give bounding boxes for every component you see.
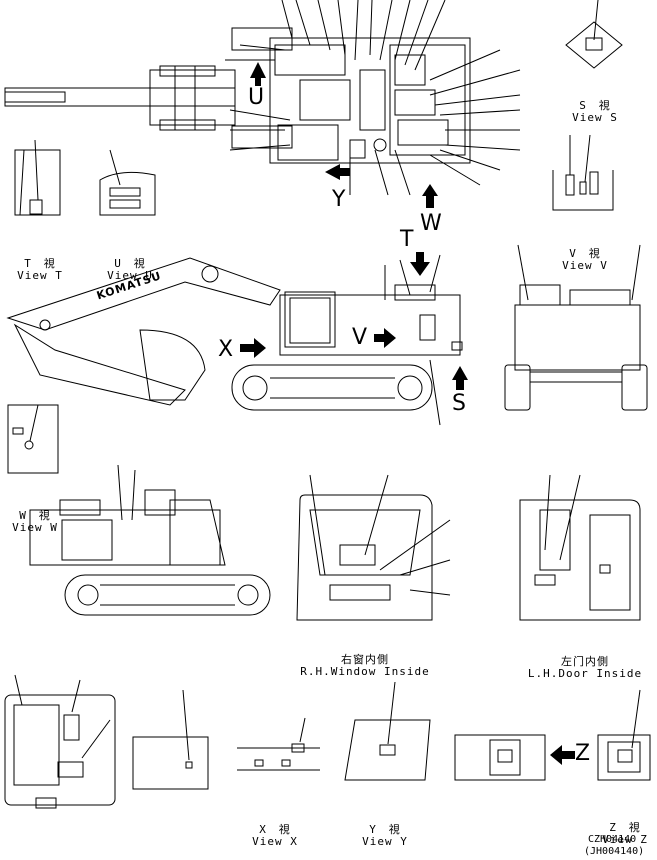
arrow-letter-x: X xyxy=(218,337,234,362)
bottom-plate xyxy=(132,689,209,790)
arrow-t xyxy=(410,252,430,276)
left-side-view-machine xyxy=(29,464,271,616)
side-view-machine xyxy=(6,254,463,426)
arrow-u xyxy=(250,62,266,86)
arrow-s xyxy=(452,366,468,390)
drawing-code-alt: (JH004140) xyxy=(584,846,645,857)
arrow-x xyxy=(240,338,266,358)
arrow-w xyxy=(422,184,438,208)
arrow-y xyxy=(325,164,350,180)
view-w-decal xyxy=(7,404,59,474)
bottom-left-panel xyxy=(4,674,116,809)
top-view-machine xyxy=(4,0,521,196)
view-v-drawing xyxy=(552,134,614,211)
lh-door-inside xyxy=(519,474,641,621)
arrow-letter-u: U xyxy=(248,85,265,110)
arrow-z xyxy=(550,745,575,765)
arrow-letter-z: Z xyxy=(575,741,591,766)
view-s-decal xyxy=(565,0,623,69)
view-u-drawing xyxy=(99,149,156,216)
arrow-letter-s: S xyxy=(452,391,466,416)
view-y-drawing xyxy=(344,681,431,781)
rear-view-machine xyxy=(504,244,648,411)
arrow-letter-y: Y xyxy=(332,187,346,212)
arrow-v xyxy=(374,328,396,348)
rh-window-inside xyxy=(296,474,451,621)
view-t-drawing xyxy=(14,139,61,216)
arrow-letter-t: T xyxy=(400,227,414,252)
view-z-decal xyxy=(597,689,651,781)
drawing-code: CZH04140 xyxy=(588,834,637,845)
arrow-letter-w: W xyxy=(420,211,442,236)
view-x-drawing xyxy=(237,717,320,771)
arrow-letter-v: V xyxy=(352,325,368,350)
view-z-source xyxy=(454,734,546,781)
